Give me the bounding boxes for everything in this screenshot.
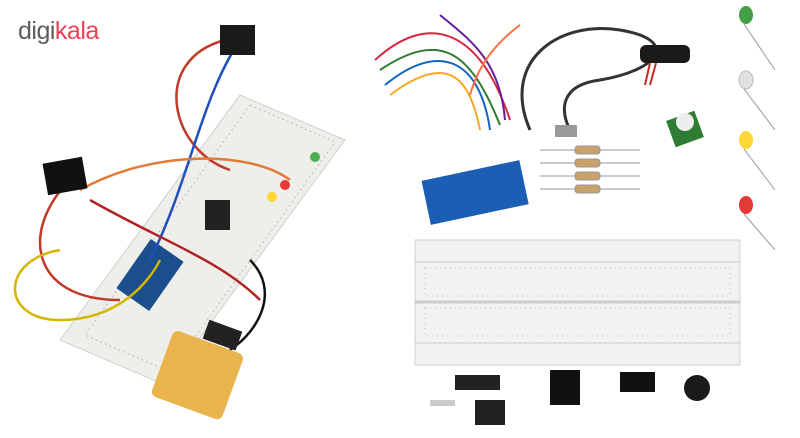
digikala-logo: digikala — [18, 17, 99, 45]
jumper-wires — [374, 14, 521, 131]
breadboard-right — [414, 239, 741, 366]
wires-left — [13, 38, 291, 352]
rocker-switch — [550, 370, 580, 405]
resistors — [540, 145, 640, 194]
rocker-switch-left — [42, 156, 88, 196]
battery-clip — [640, 45, 690, 63]
leds — [738, 6, 776, 251]
usb-connector — [555, 125, 577, 137]
arduino-nano — [421, 160, 529, 225]
buzzer — [684, 375, 710, 401]
9v-battery-left — [151, 319, 243, 420]
micro-switch-left — [220, 25, 255, 55]
chip — [205, 200, 230, 230]
usb-cable — [520, 27, 658, 131]
fuse-holder — [430, 375, 505, 425]
pir-sensor — [666, 110, 704, 148]
micro-switch — [620, 372, 655, 392]
